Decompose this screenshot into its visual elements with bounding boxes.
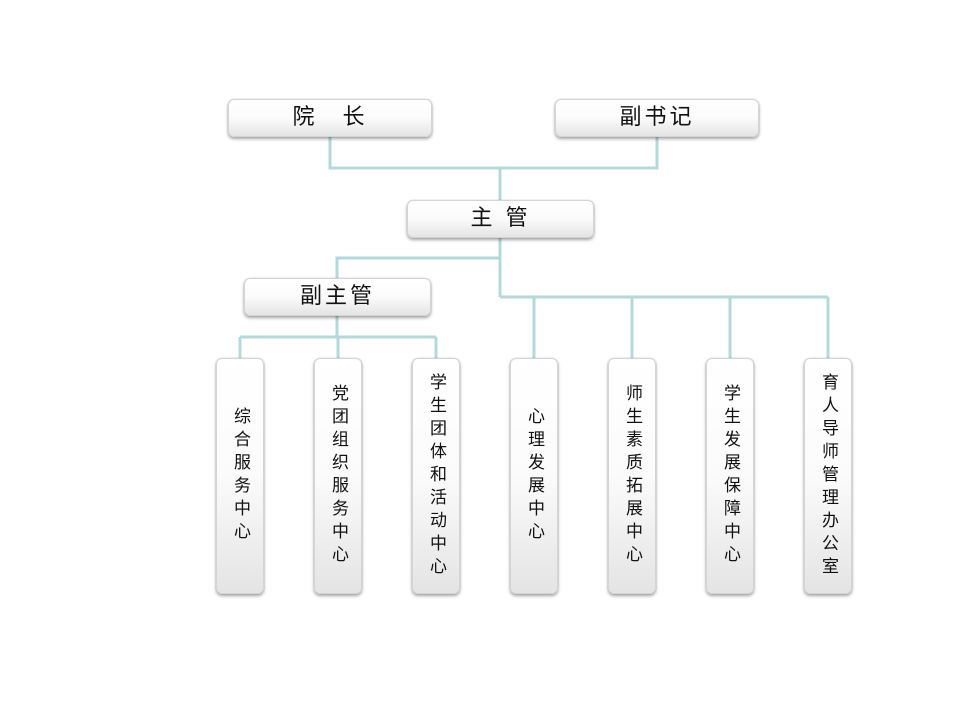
center-box-3: 学生团体和活动中心 bbox=[412, 358, 460, 594]
center-box-1: 综合服务中心 bbox=[216, 358, 264, 594]
center-box-4: 心理发展中心 bbox=[510, 358, 558, 594]
center-box-6: 学生发展保障中心 bbox=[706, 358, 754, 594]
director-box: 主 管 bbox=[407, 200, 594, 238]
deputy-secretary-box: 副书记 bbox=[555, 99, 759, 137]
center-box-7: 育人导师管理办公室 bbox=[804, 358, 852, 594]
connector-president-deputy-secretary bbox=[328, 137, 659, 170]
center-label-1: 综合服务中心 bbox=[230, 407, 250, 545]
center-label-2: 党团组织服务中心 bbox=[328, 384, 348, 568]
center-label-4: 心理发展中心 bbox=[524, 407, 544, 545]
center-box-2: 党团组织服务中心 bbox=[314, 358, 362, 594]
center-label-3: 学生团体和活动中心 bbox=[426, 372, 446, 580]
center-label-6: 学生发展保障中心 bbox=[720, 384, 740, 568]
president-box: 院 长 bbox=[228, 99, 432, 137]
center-box-5: 师生素质拓展中心 bbox=[608, 358, 656, 594]
center-label-5: 师生素质拓展中心 bbox=[622, 384, 642, 568]
center-label-7: 育人导师管理办公室 bbox=[818, 372, 838, 580]
deputy-director-box: 副主管 bbox=[244, 278, 431, 316]
connector-director-to-deputy-director bbox=[335, 256, 500, 278]
